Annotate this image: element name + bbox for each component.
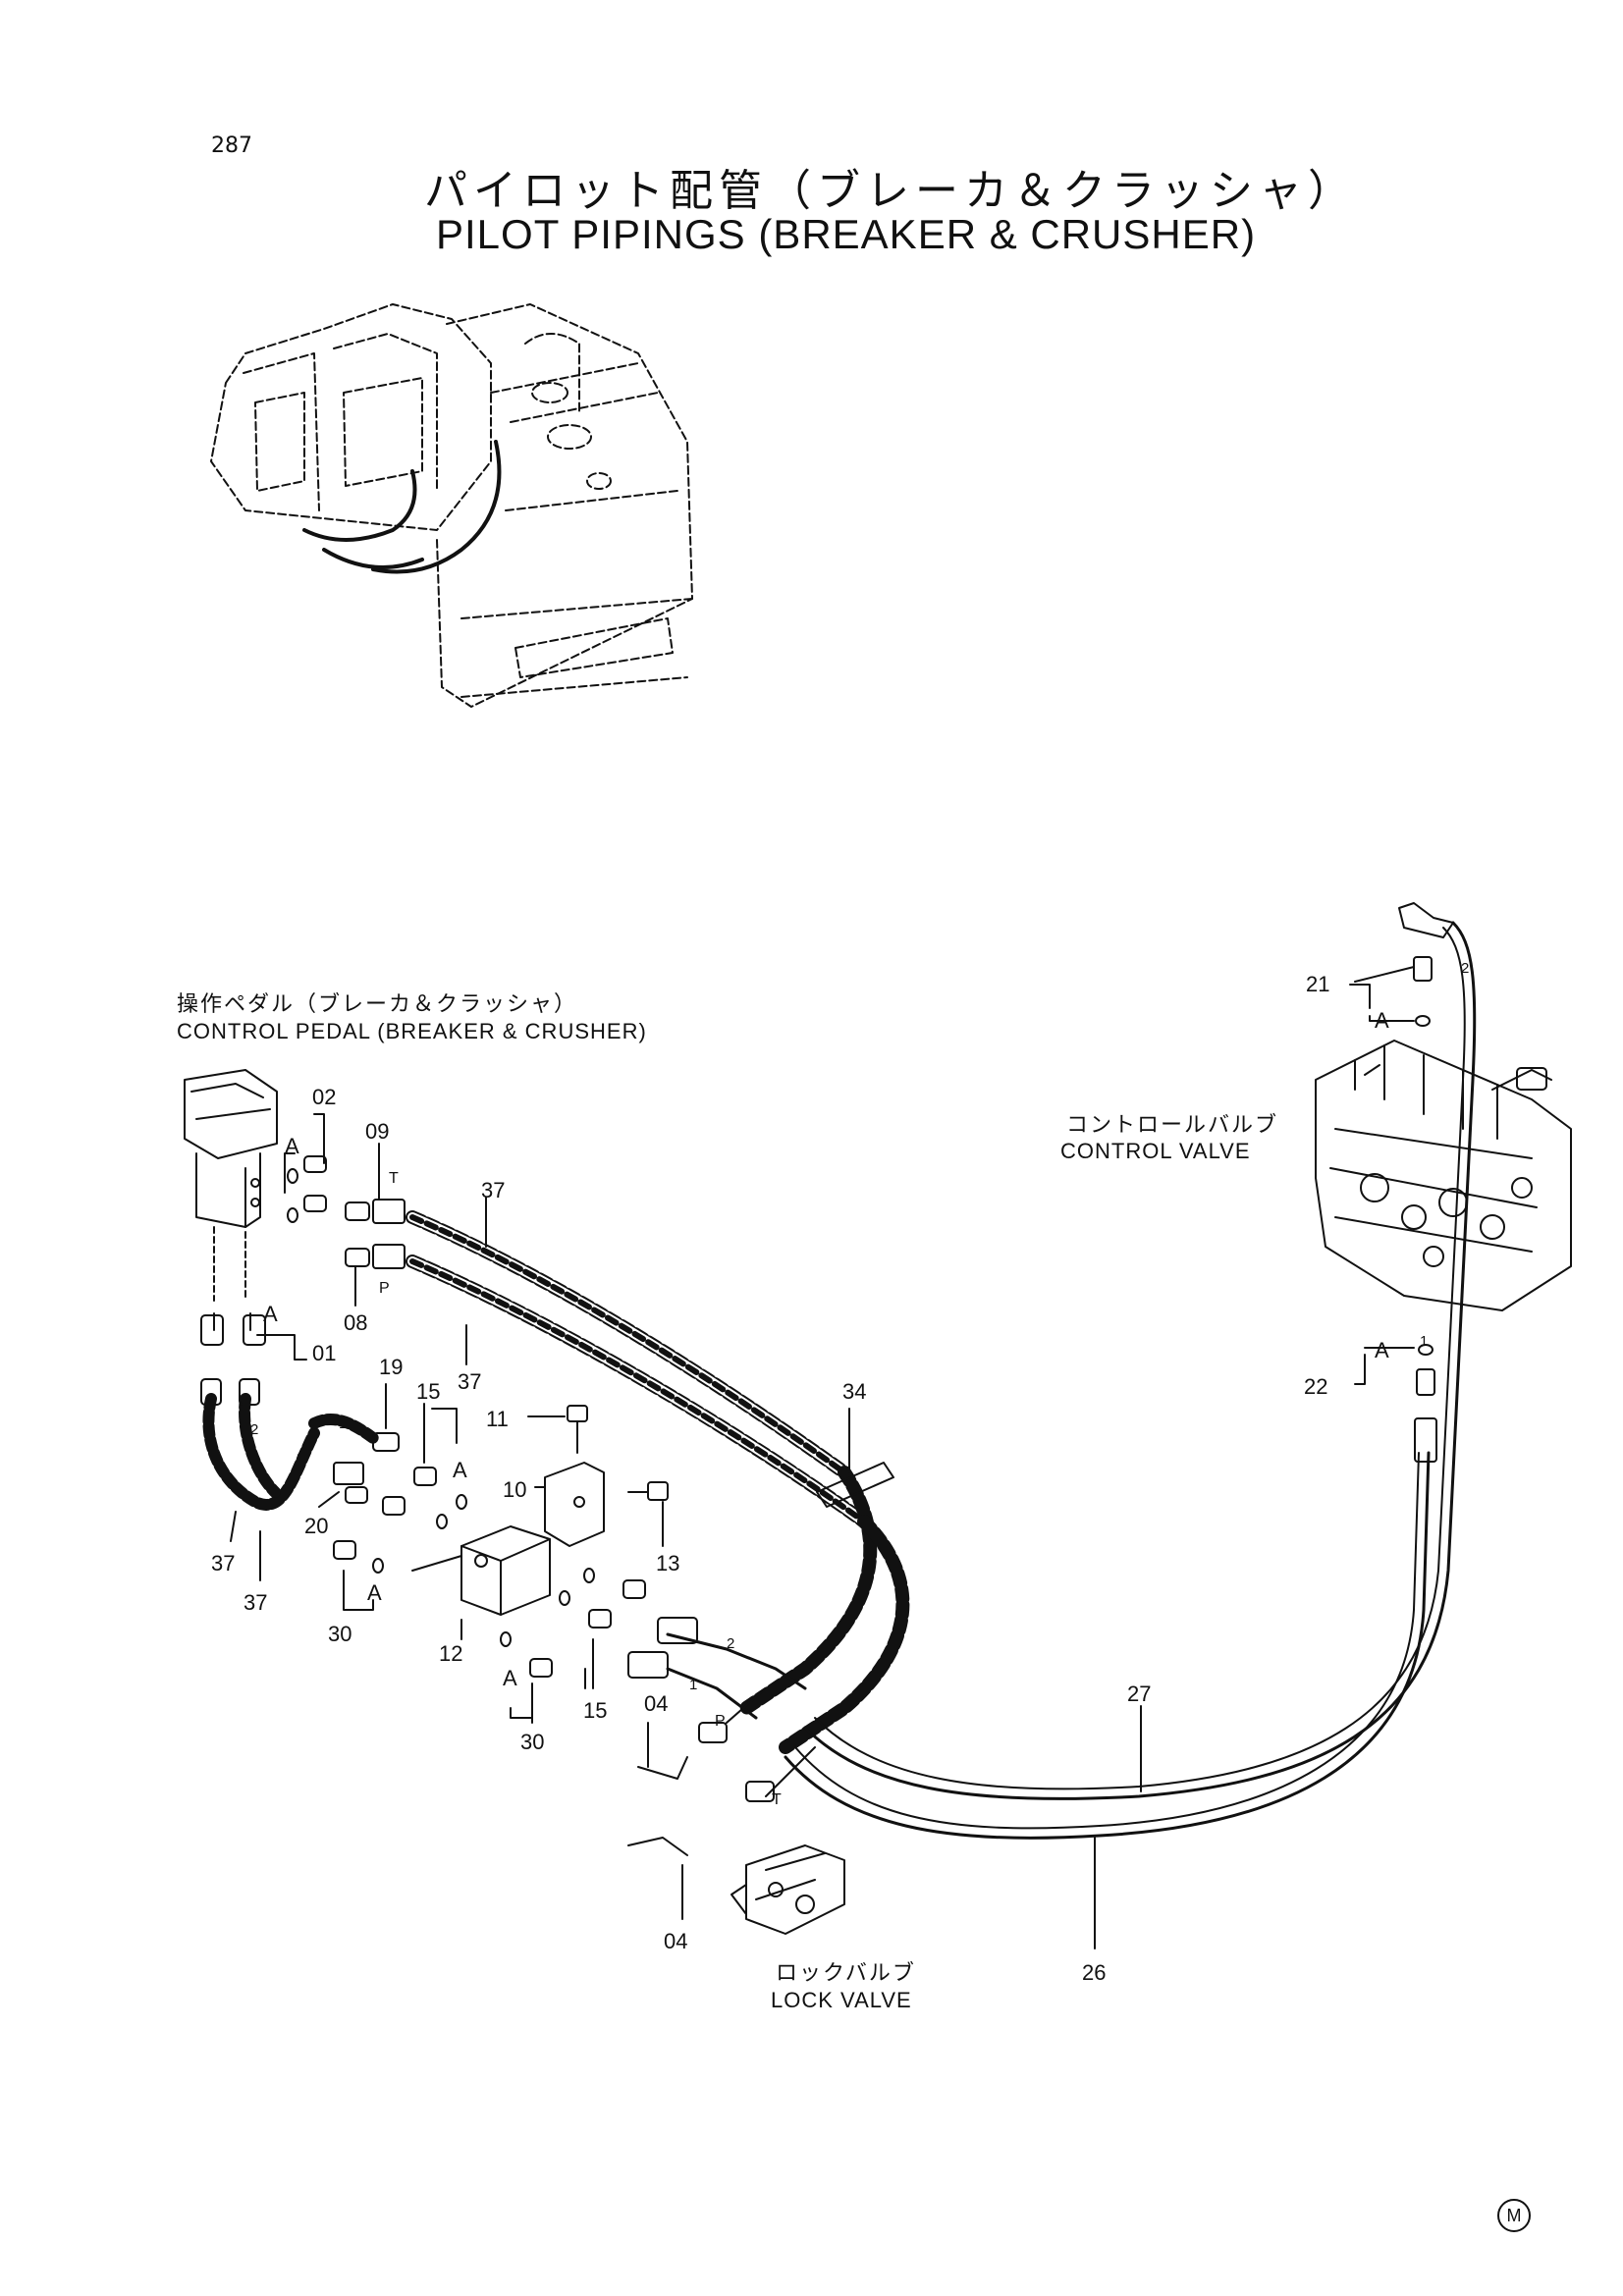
callout-09: 09 [365,1119,390,1144]
port-mark-a: A [367,1580,382,1605]
lock-valve-figure [730,1844,845,1935]
callout-37: 37 [458,1369,482,1394]
port-mark-2: 2 [250,1421,259,1438]
callout-15: 15 [583,1698,608,1723]
port-mark-a: A [453,1458,467,1482]
callout-22: 22 [1304,1374,1328,1399]
port-mark-2: 2 [727,1635,735,1652]
port-mark-1: 1 [1420,1333,1429,1350]
callout-12: 12 [439,1641,463,1666]
plugs-30 [333,1540,553,1724]
page-number: 287 [211,133,252,158]
callout-21: 21 [1306,972,1330,996]
port-mark-a: A [1375,1338,1389,1362]
control-valve-label-en: CONTROL VALVE [1060,1139,1251,1163]
control-valve-figure [1315,1040,1572,1311]
bolt-13 [627,1481,669,1547]
control-valve-label-jp: コントロールバルブ [1066,1113,1279,1138]
callout-04: 04 [664,1929,688,1953]
hose-37-upper [406,1210,851,1479]
lock-valve-hoses [627,1617,816,1920]
callout-13: 13 [656,1551,680,1575]
callout-30: 30 [520,1730,545,1754]
bolt-11 [527,1405,588,1454]
overview-pilot-hoses [302,440,502,574]
fittings-15 [382,1403,646,1689]
port-mark-a: A [285,1134,299,1158]
port-mark-a: A [263,1302,278,1326]
fittings-08-09 [345,1143,406,1307]
control-pedal-label-en: CONTROL PEDAL (BREAKER & CRUSHER) [177,1019,647,1043]
lock-valve-label-en: LOCK VALVE [771,1988,912,2012]
hose-37-left-loop [202,1393,379,1581]
hose-27 [803,921,1477,1800]
port-mark-a: A [503,1666,517,1690]
port-mark-2: 2 [1461,960,1470,977]
callout-37: 37 [211,1551,236,1575]
callout-34: 34 [842,1379,867,1404]
callout-27: 27 [1127,1682,1152,1706]
callout-02: 02 [312,1085,337,1109]
callout-04: 04 [644,1691,669,1716]
title-japanese: パイロット配管（ブレーカ＆クラッシャ） [424,166,1357,216]
fitting-19 [372,1383,400,1452]
port-mark-t: T [772,1791,782,1808]
port-mark-p: P [379,1280,390,1297]
callout-19: 19 [379,1355,404,1379]
callout-30: 30 [328,1622,352,1646]
hose-37-curve-down [739,1466,910,1754]
hose-26 [784,1451,1431,1949]
fitting-21 [1349,956,1433,1027]
bracket-10 [534,1462,605,1547]
elbow-fitting-top [1398,902,1454,938]
callout-37: 37 [243,1590,268,1615]
clamp-34 [816,1408,894,1508]
lock-valve-label-jp: ロックバルブ [776,1961,916,1986]
fittings-02 [287,1155,327,1223]
callout-26: 26 [1082,1960,1107,1985]
fitting-22 [1354,1344,1437,1463]
fittings-01 [200,1314,266,1406]
port-mark-t: T [389,1170,399,1187]
hose-37-lower [406,1255,871,1528]
callout-10: 10 [503,1477,527,1502]
control-pedal-label-jp: 操作ペダル（ブレーカ＆クラッシャ） [177,992,578,1017]
fitting-20 [318,1462,368,1508]
callout-11: 11 [486,1407,509,1431]
block-12 [411,1525,551,1640]
port-mark-1: 1 [689,1677,698,1693]
excavator-overview-figure [210,303,693,708]
callout-08: 08 [344,1310,368,1335]
manufacturer-mark: M [1497,2199,1531,2232]
callout-15: 15 [416,1379,441,1404]
callout-20: 20 [304,1514,329,1538]
callout-01: 01 [312,1341,337,1365]
port-mark-p: P [715,1713,726,1730]
title-english: PILOT PIPINGS (BREAKER & CRUSHER) [436,211,1257,257]
control-pedal-figure [184,1069,278,1302]
